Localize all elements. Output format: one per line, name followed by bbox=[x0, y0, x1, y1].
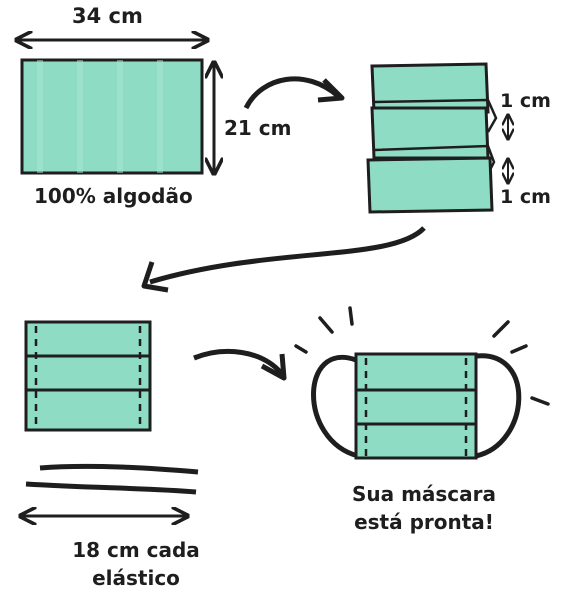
elastic-length-line1: 18 cm cada bbox=[72, 538, 200, 562]
fabric-rectangle bbox=[20, 58, 204, 175]
sparkle-lines bbox=[294, 306, 550, 406]
fold-gap-top-label: 1 cm bbox=[500, 90, 551, 112]
elastic-length-line2: elástico bbox=[92, 566, 180, 590]
finished-message: Sua máscara está pronta! bbox=[316, 480, 532, 536]
elastic-strip-1 bbox=[39, 463, 199, 475]
fabric-width-label: 34 cm bbox=[72, 4, 143, 28]
finished-line1: Sua máscara bbox=[351, 482, 497, 506]
step-arrow-1 bbox=[243, 76, 340, 110]
finished-line2: está pronta! bbox=[354, 510, 494, 534]
step-arrow-2 bbox=[149, 226, 426, 285]
fabric-material-label: 100% algodão bbox=[34, 184, 193, 208]
step-arrow-3 bbox=[193, 348, 284, 376]
fold-gap-bottom-label: 1 cm bbox=[500, 186, 551, 208]
sewn-mask-rectangle bbox=[24, 320, 152, 432]
finished-mask bbox=[311, 352, 522, 460]
pleated-fabric bbox=[366, 62, 498, 214]
elastic-strip-2 bbox=[25, 481, 197, 495]
fabric-height-label: 21 cm bbox=[224, 116, 292, 140]
elastic-length-label: 18 cm cada elástico bbox=[20, 536, 252, 592]
